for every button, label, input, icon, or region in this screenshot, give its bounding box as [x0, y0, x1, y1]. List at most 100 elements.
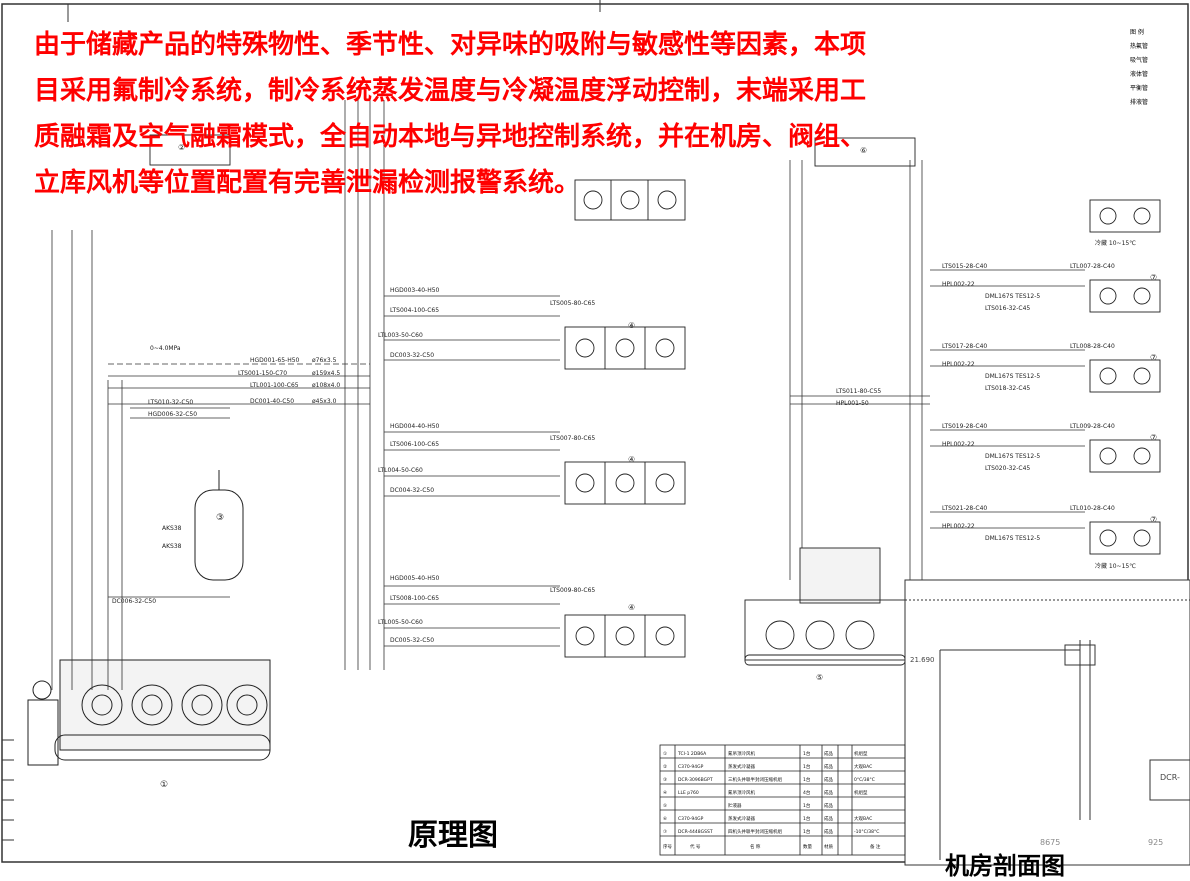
description-line-2: 目采用氟制冷系统，制冷系统蒸发温度与冷凝温度浮动控制，末端采用工 — [34, 76, 867, 106]
evaporator-group-4 — [564, 614, 686, 658]
receiver-vessel — [194, 470, 244, 581]
svg-text:⑦: ⑦ — [1150, 433, 1157, 442]
svg-text:HGD005-40-H50: HGD005-40-H50 — [390, 575, 440, 582]
svg-text:机组型: 机组型 — [854, 789, 868, 796]
schematic-caption: 原理图 — [408, 818, 498, 853]
svg-text:LTL008-28-C40: LTL008-28-C40 — [1070, 343, 1115, 350]
svg-text:LTL007-28-C40: LTL007-28-C40 — [1070, 263, 1115, 270]
svg-text:LLE p760: LLE p760 — [678, 790, 699, 796]
svg-text:HPL002-22: HPL002-22 — [942, 281, 975, 288]
svg-text:LTS016-32-C45: LTS016-32-C45 — [985, 305, 1030, 312]
svg-text:LTS010-32-C50: LTS010-32-C50 — [148, 399, 193, 406]
svg-text:③: ③ — [663, 777, 667, 783]
svg-text:LTS018-32-C45: LTS018-32-C45 — [985, 385, 1030, 392]
svg-text:8675: 8675 — [1040, 838, 1060, 847]
svg-text:LTS008-100-C65: LTS008-100-C65 — [390, 595, 439, 602]
aks-label-2: AKS38 — [162, 543, 182, 550]
svg-text:④: ④ — [663, 790, 667, 796]
svg-text:4台: 4台 — [803, 789, 811, 796]
svg-text:LTS007-80-C65: LTS007-80-C65 — [550, 435, 595, 442]
svg-text:DCR-: DCR- — [1160, 773, 1180, 782]
svg-text:1台: 1台 — [803, 815, 811, 822]
svg-text:21.690: 21.690 — [910, 656, 935, 664]
svg-text:925: 925 — [1148, 838, 1163, 847]
svg-text:数量: 数量 — [803, 843, 812, 850]
svg-text:C370-94GP: C370-94GP — [678, 816, 704, 822]
svg-text:0°C/38°C: 0°C/38°C — [854, 777, 875, 783]
svg-text:1台: 1台 — [803, 802, 811, 809]
svg-text:⑦: ⑦ — [1150, 273, 1157, 282]
svg-text:成品: 成品 — [824, 750, 833, 757]
svg-text:LTL005-50-C60: LTL005-50-C60 — [378, 619, 423, 626]
svg-text:材质: 材质 — [824, 843, 833, 850]
right-evaporators — [1089, 199, 1161, 555]
svg-text:①: ① — [663, 751, 667, 757]
description-line-3: 质融霜及空气融霜模式，全自动本地与异地控制系统，并在机房、阀组、 — [34, 122, 867, 152]
svg-text:HGD004-40-H50: HGD004-40-H50 — [390, 423, 440, 430]
svg-text:成品: 成品 — [824, 763, 833, 770]
svg-text:备 注: 备 注 — [870, 843, 881, 850]
svg-text:HGD003-40-H50: HGD003-40-H50 — [390, 287, 440, 294]
svg-text:LTS011-80-C55: LTS011-80-C55 — [836, 388, 881, 395]
svg-text:C370-94GP: C370-94GP — [678, 764, 704, 770]
svg-text:机组型: 机组型 — [854, 750, 868, 757]
svg-text:名 称: 名 称 — [750, 843, 761, 850]
svg-text:LTL009-28-C40: LTL009-28-C40 — [1070, 423, 1115, 430]
svg-text:DC006-32-C50: DC006-32-C50 — [112, 598, 156, 605]
svg-text:LTS019-28-C40: LTS019-28-C40 — [942, 423, 987, 430]
svg-text:DC004-32-C50: DC004-32-C50 — [390, 487, 434, 494]
svg-text:DC001-40-C50: DC001-40-C50 — [250, 398, 294, 405]
svg-text:HGD001-65-H50: HGD001-65-H50 — [250, 357, 300, 364]
svg-text:贮液器: 贮液器 — [728, 802, 742, 809]
svg-text:ø159x4.5: ø159x4.5 — [312, 370, 340, 377]
svg-text:②: ② — [178, 143, 185, 152]
svg-text:LTS006-100-C65: LTS006-100-C65 — [390, 441, 439, 448]
svg-text:TCI-1 2DB6A: TCI-1 2DB6A — [677, 751, 707, 757]
svg-text:LTS015-28-C40: LTS015-28-C40 — [942, 263, 987, 270]
svg-text:HPL002-22: HPL002-22 — [942, 523, 975, 530]
compressor-rack-1 — [27, 659, 271, 766]
svg-text:DCR-4448GSST: DCR-4448GSST — [678, 829, 713, 835]
svg-text:⑦: ⑦ — [663, 829, 667, 835]
legend-item: 液体管 — [1130, 71, 1149, 78]
svg-text:LTL010-28-C40: LTL010-28-C40 — [1070, 505, 1115, 512]
equipment-table — [659, 744, 906, 856]
svg-text:1台: 1台 — [803, 776, 811, 783]
svg-text:ø108x4.0: ø108x4.0 — [312, 382, 340, 389]
machine-room-section — [904, 579, 1190, 866]
evaporator-group-3 — [564, 461, 686, 505]
svg-text:④: ④ — [628, 455, 635, 464]
svg-text:DC003-32-C50: DC003-32-C50 — [390, 352, 434, 359]
legend-item: 热氟管 — [1130, 43, 1149, 50]
svg-text:LTL003-50-C60: LTL003-50-C60 — [378, 332, 423, 339]
legend-item: 吸气管 — [1130, 57, 1149, 64]
legend-title: 图 例 — [1130, 29, 1144, 36]
svg-text:三机头并联半封闭压缩机组: 三机头并联半封闭压缩机组 — [728, 776, 782, 783]
svg-text:⑥: ⑥ — [860, 146, 867, 155]
svg-text:0~4.0MPa: 0~4.0MPa — [150, 345, 181, 352]
section-caption: 机房剖面图 — [945, 852, 1065, 880]
svg-text:LTS004-100-C65: LTS004-100-C65 — [390, 307, 439, 314]
svg-text:蒸发式冷凝器: 蒸发式冷凝器 — [728, 763, 755, 770]
svg-text:1台: 1台 — [803, 828, 811, 835]
svg-text:⑤: ⑤ — [816, 673, 823, 682]
svg-text:氟吊顶冷风机: 氟吊顶冷风机 — [728, 750, 755, 757]
svg-text:LTS017-28-C40: LTS017-28-C40 — [942, 343, 987, 350]
svg-text:③: ③ — [216, 513, 224, 523]
svg-text:LTL001-100-C65: LTL001-100-C65 — [250, 382, 299, 389]
svg-text:冷藏 10~15℃: 冷藏 10~15℃ — [1095, 562, 1136, 570]
svg-text:ø45x3.0: ø45x3.0 — [312, 398, 337, 405]
svg-text:LTS021-28-C40: LTS021-28-C40 — [942, 505, 987, 512]
svg-text:HGD006-32-C50: HGD006-32-C50 — [148, 411, 197, 418]
svg-text:1台: 1台 — [803, 763, 811, 770]
svg-text:⑦: ⑦ — [1150, 515, 1157, 524]
svg-text:冷藏 10~15℃: 冷藏 10~15℃ — [1095, 239, 1136, 247]
svg-text:LTS005-80-C65: LTS005-80-C65 — [550, 300, 595, 307]
svg-text:成品: 成品 — [824, 828, 833, 835]
svg-text:HPL001-50: HPL001-50 — [836, 400, 869, 407]
svg-text:DML167S TES12-5: DML167S TES12-5 — [985, 373, 1040, 380]
svg-text:ø76x3.5: ø76x3.5 — [312, 357, 337, 364]
svg-text:⑤: ⑤ — [663, 803, 667, 809]
mark-1: ① — [160, 780, 168, 790]
